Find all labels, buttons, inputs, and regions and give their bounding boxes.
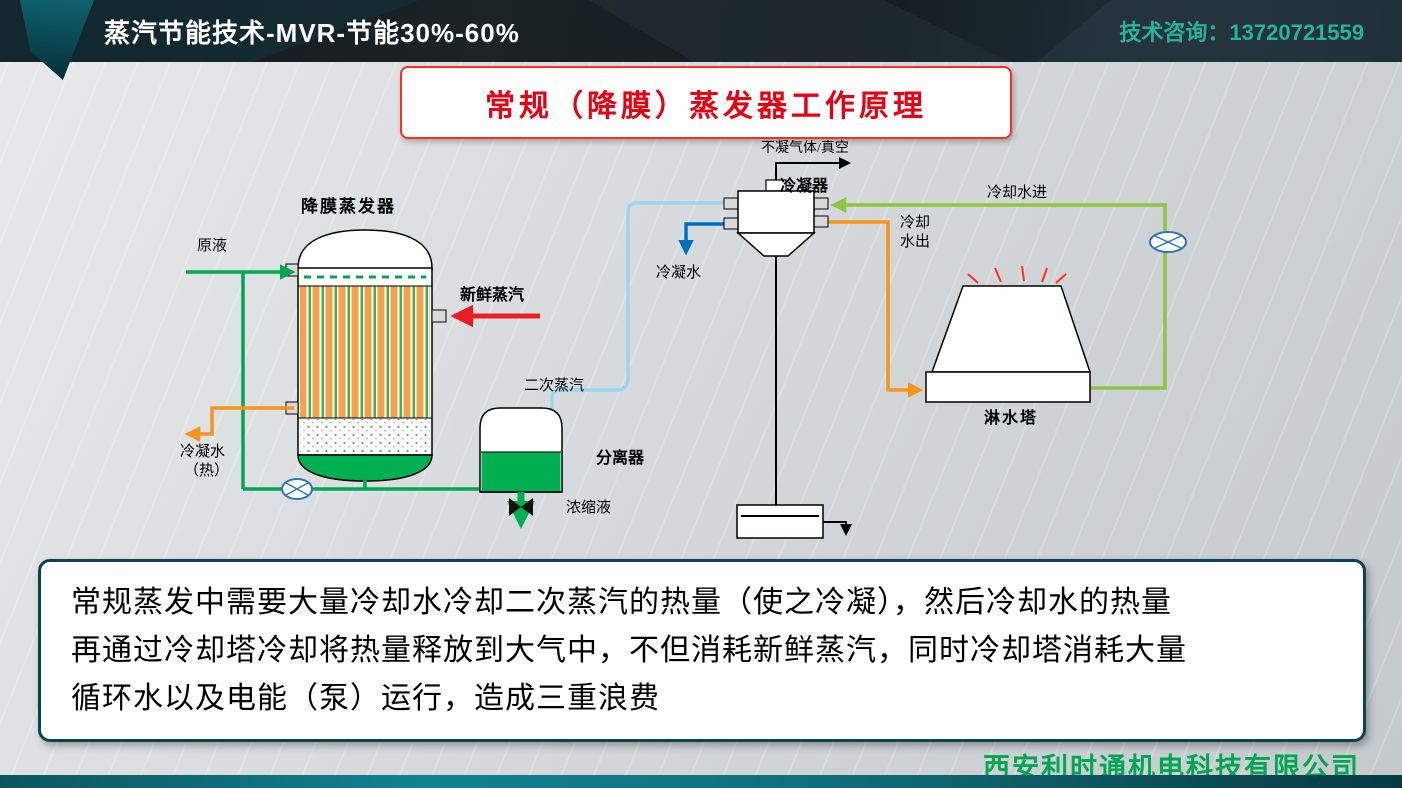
cooling-water-in-pipe xyxy=(830,197,1167,390)
header-contact-phone: 技术咨询：13720721559 xyxy=(1119,20,1364,45)
header-title: 蒸汽节能技术-MVR-节能30%-60% xyxy=(104,17,520,48)
concentrate-valve xyxy=(509,498,521,516)
header-bar: 蒸汽节能技术-MVR-节能30%-60% 技术咨询：13720721559 xyxy=(0,0,1402,62)
label-fresh-steam: 新鲜蒸汽 xyxy=(460,287,525,304)
label-condensate-hot-2: （热） xyxy=(184,463,230,479)
label-spray-tower: 淋水塔 xyxy=(984,410,1039,427)
header-decor-shard xyxy=(588,0,1010,62)
feed-nozzle xyxy=(285,263,299,277)
slide-title: 常规（降膜）蒸发器工作原理 xyxy=(485,89,927,123)
separator-vessel xyxy=(479,407,563,529)
spray-tower xyxy=(925,265,1092,403)
evaporator-liquid-bottom xyxy=(297,454,433,482)
label-cooling-water-out-2: 水出 xyxy=(900,234,931,250)
separator-liquid xyxy=(481,452,561,491)
label-concentrate: 浓缩液 xyxy=(566,500,612,516)
slide-title-box: 常规（降膜）蒸发器工作原理 xyxy=(400,66,1012,139)
label-condenser: 冷凝器 xyxy=(780,178,829,195)
condenser-vessel xyxy=(723,179,829,257)
vapor-zone xyxy=(300,419,430,453)
label-condensate-hot: 冷凝水 xyxy=(180,444,226,460)
tower-basin xyxy=(925,371,1091,403)
bottom-bar-decoration xyxy=(0,775,1402,788)
steam-nozzle xyxy=(431,309,447,323)
concentrate-valve xyxy=(521,498,533,516)
cooling-pump-symbol xyxy=(1149,231,1187,253)
heating-tubes xyxy=(300,286,430,418)
label-separator: 分离器 xyxy=(596,450,645,467)
seal-tank xyxy=(736,504,852,539)
label-cooling-water-out: 冷却 xyxy=(900,215,931,231)
label-condensate-water: 冷凝水 xyxy=(656,265,702,281)
cooling-water-out-pipe xyxy=(826,220,924,398)
spray-marks xyxy=(967,265,1067,284)
explanation-box: 常规蒸发中需要大量冷却水冷却二次蒸汽的热量（使之冷凝），然后冷却水的热量 再通过… xyxy=(38,559,1366,742)
secondary-steam-pipe xyxy=(550,201,733,412)
label-raw-liquid: 原液 xyxy=(197,238,228,254)
explanation-line-3: 循环水以及电能（泵）运行，造成三重浪费 xyxy=(71,682,660,715)
explanation-line-1: 常规蒸发中需要大量冷却水冷却二次蒸汽的热量（使之冷凝），然后冷却水的热量 xyxy=(71,586,1172,619)
label-cooling-water-in: 冷却水进 xyxy=(987,185,1048,201)
explanation-line-2: 再通过冷却塔冷却将热量释放到大气中，不但消耗新鲜蒸汽，同时冷却塔消耗大量 xyxy=(71,634,1187,667)
circulation-pump-symbol xyxy=(281,478,313,500)
tank-overflow xyxy=(823,521,852,536)
label-evaporator: 降膜蒸发器 xyxy=(301,197,396,216)
evaporator-vessel xyxy=(285,229,447,482)
label-non-condensable: 不凝气体/真空 xyxy=(761,141,849,156)
vacuum-line xyxy=(775,157,851,181)
label-secondary-steam: 二次蒸汽 xyxy=(524,378,585,394)
condensate-out-pipe xyxy=(678,222,726,256)
hot-condensate-pipe xyxy=(184,406,294,442)
